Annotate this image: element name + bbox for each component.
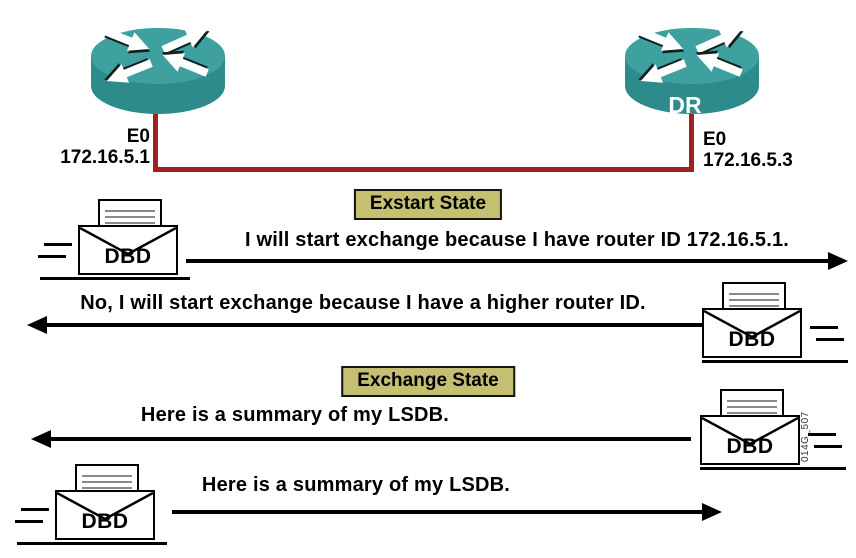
message-text-2: No, I will start exchange because I have… [80,292,646,314]
arrow-right-icon-1 [186,252,848,270]
interface-label-left: E0 [126,126,150,147]
ip-label-right: 172.16.5.3 [703,150,793,171]
motion-line [702,360,848,363]
message-text-4: Here is a summary of my LSDB. [201,474,511,496]
envelope-body [700,415,800,465]
motion-line [816,338,844,341]
figure-id-watermark: 014G_507 [800,411,811,462]
motion-line [814,445,842,448]
dbd-packet-icon-2: DBD [674,282,850,366]
motion-line [21,508,49,511]
ethernet-link-left-drop [153,110,158,170]
envelope-flap-icon [702,417,798,446]
envelope-flap-icon [57,492,153,521]
motion-line [15,520,43,523]
dbd-packet-icon-1: DBD [38,199,214,283]
envelope-flap-icon [704,310,800,339]
ethernet-link-bus [153,167,694,172]
state-badge-exstart: Exstart State [353,189,503,220]
motion-line [40,277,190,280]
dbd-label: DBD [728,328,776,351]
motion-line [810,326,838,329]
dbd-packet-icon-3: DBD [672,389,848,473]
envelope-body [78,225,178,275]
dbd-packet-icon-4: DBD [15,464,191,548]
router-right-icon: DR [625,27,759,118]
interface-labels-right: E0 172.16.5.3 [703,129,793,171]
ip-label-left: 172.16.5.1 [60,147,150,168]
motion-line [38,255,66,258]
envelope-body [702,308,802,358]
message-text-1: I will start exchange because I have rou… [244,229,790,251]
dr-label: DR [668,92,702,118]
message-text-3: Here is a summary of my LSDB. [140,404,450,426]
ethernet-link-right-drop [689,110,694,170]
arrow-right-icon-4 [172,503,722,521]
arrow-left-icon-2 [27,316,703,334]
router-left-icon [91,27,225,114]
interface-labels-left: E0 172.16.5.1 [60,126,150,168]
state-badge-exchange: Exchange State [341,366,515,397]
dbd-label: DBD [726,435,774,458]
dbd-label: DBD [104,245,152,268]
motion-line [17,542,167,545]
motion-line [700,467,846,470]
interface-label-right: E0 [703,129,727,150]
router-arrows-icon [103,27,210,83]
envelope-body [55,490,155,540]
router-arrows-icon [637,27,744,83]
envelope-flap-icon [80,227,176,256]
arrow-left-icon-3 [31,430,691,448]
motion-line [44,243,72,246]
dbd-label: DBD [81,510,129,533]
motion-line [808,433,836,436]
